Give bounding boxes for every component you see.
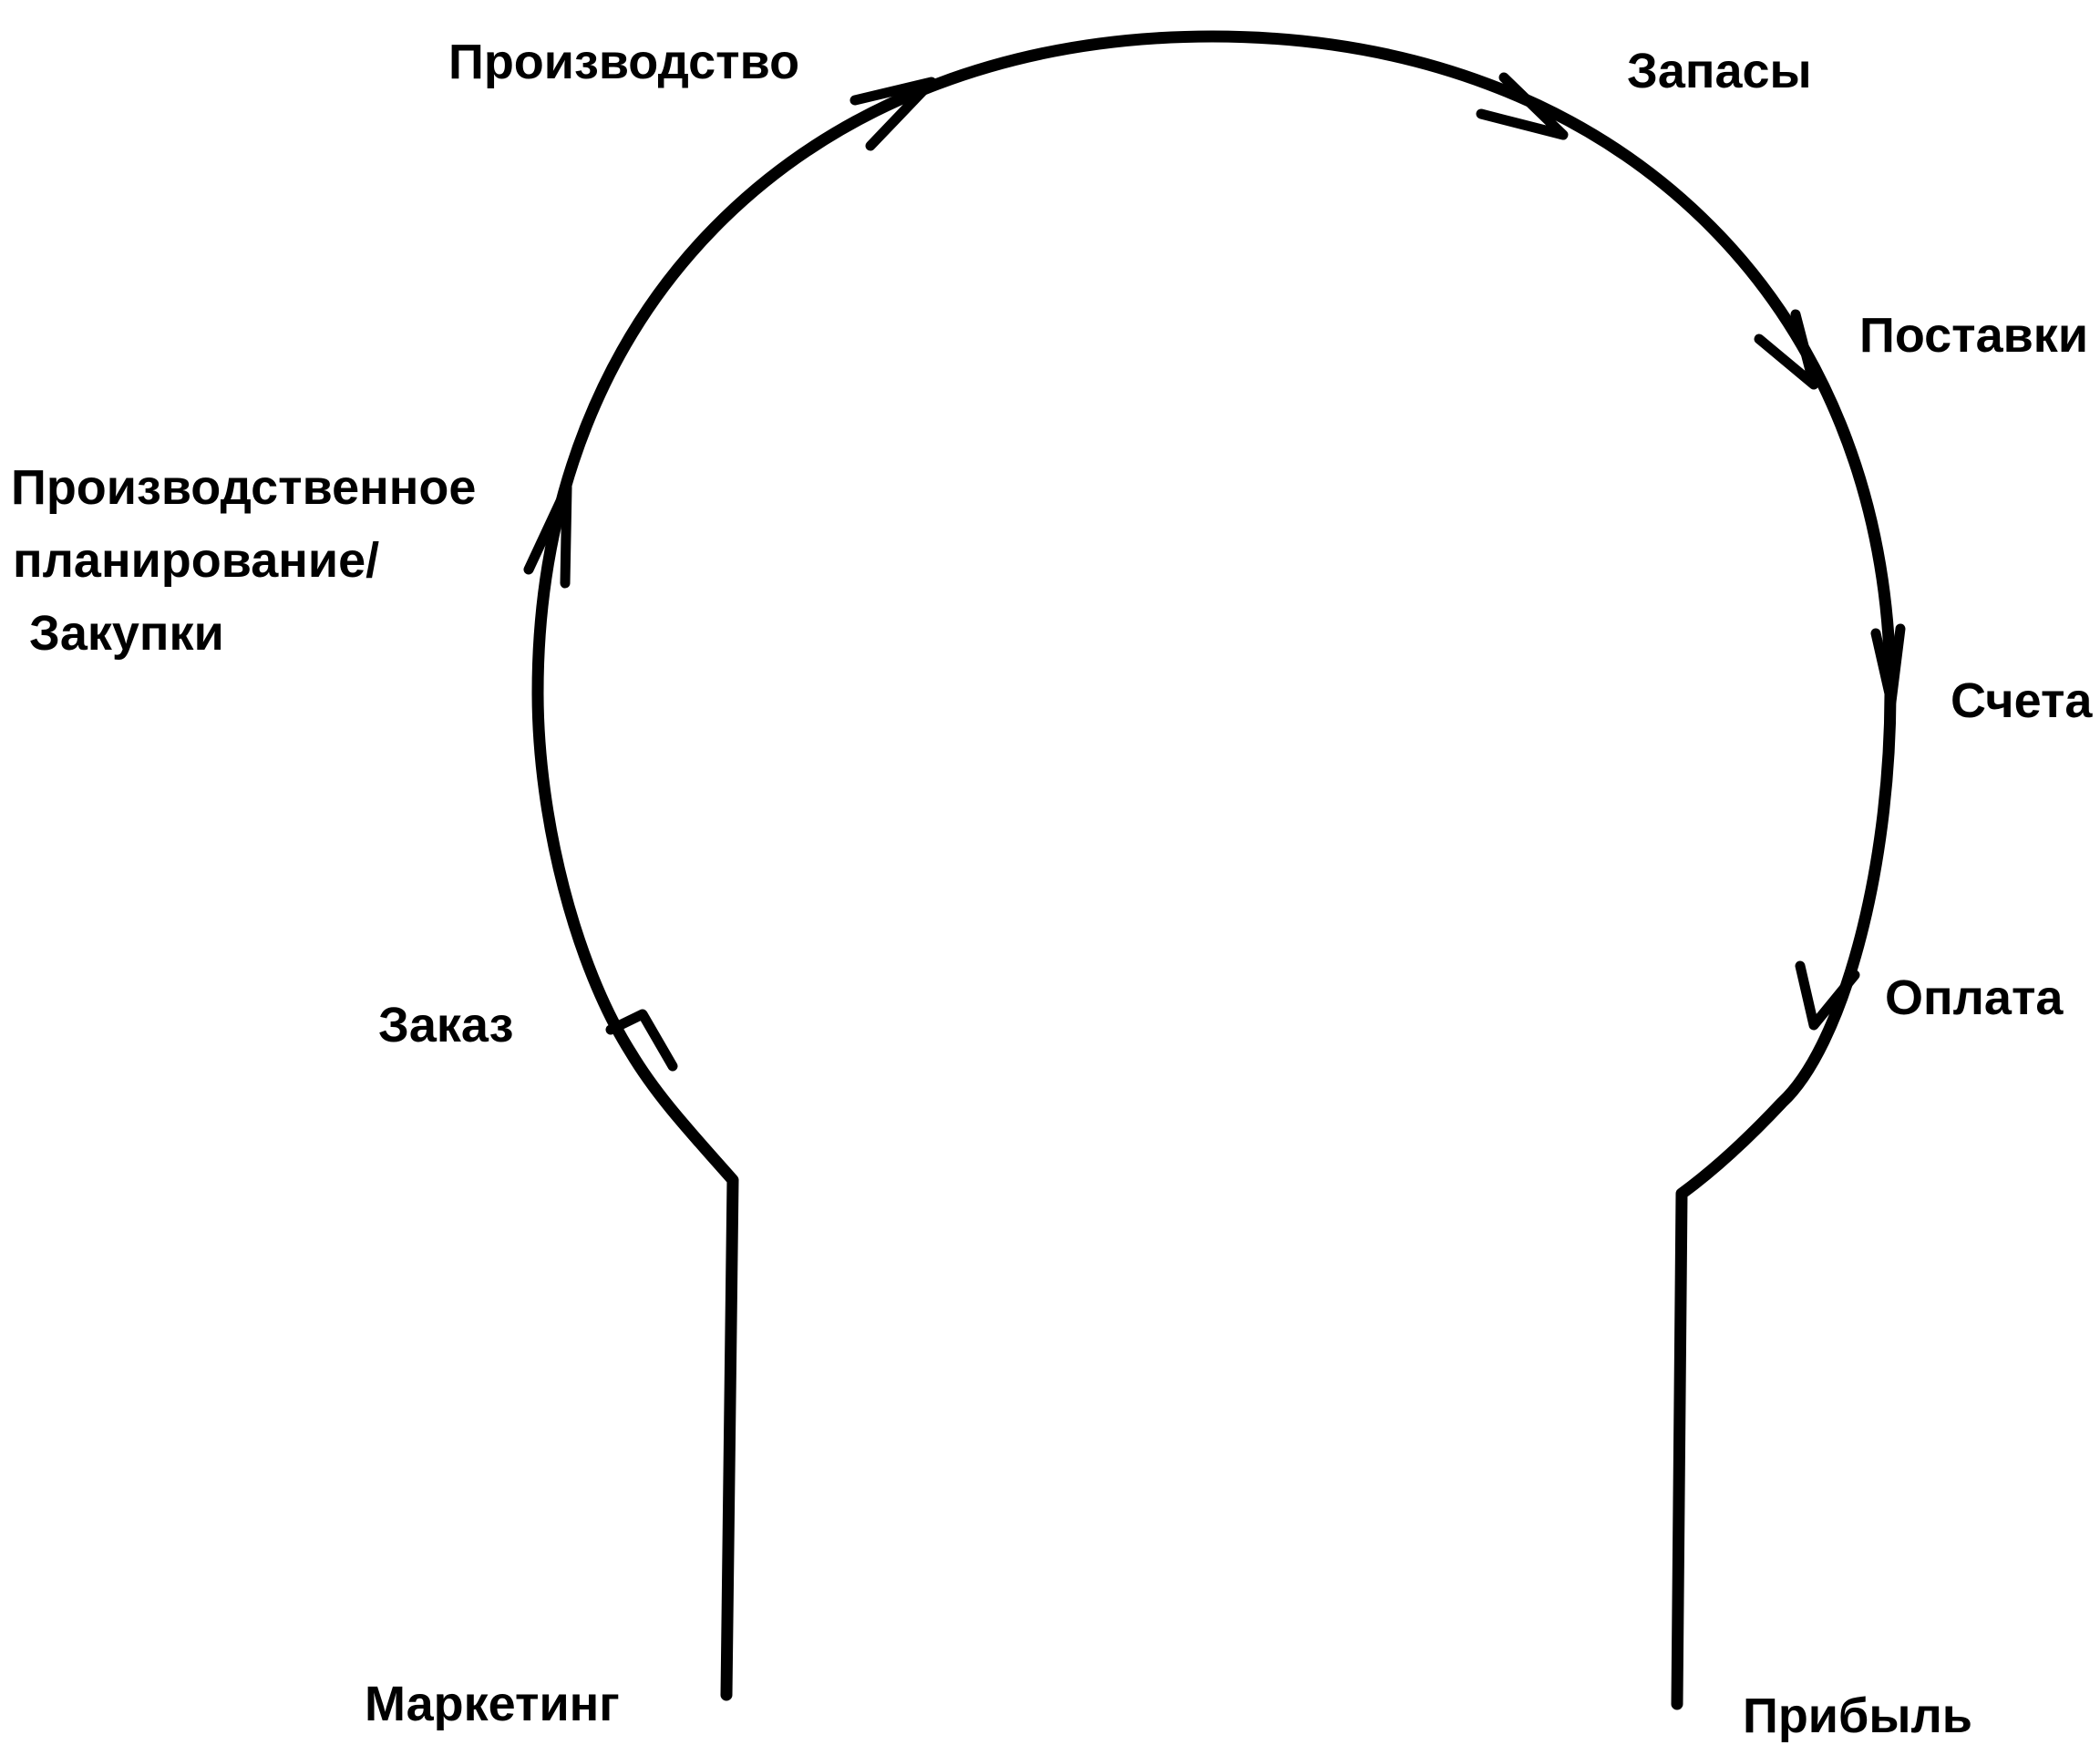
arrow-deliveries bbox=[1754, 309, 1819, 390]
label-deliveries: Поставки bbox=[1859, 308, 2088, 363]
arrow-production bbox=[849, 77, 937, 151]
arrow-invoices bbox=[1870, 623, 1906, 707]
label-inventory: Запасы bbox=[1627, 44, 1812, 98]
label-planning-line1: Производственное bbox=[11, 460, 476, 515]
label-order: Заказ bbox=[378, 998, 513, 1052]
arrow-order bbox=[605, 1009, 678, 1072]
label-payment: Оплата bbox=[1885, 970, 2064, 1025]
label-production: Производство bbox=[448, 35, 799, 89]
arrow-inventory bbox=[1476, 72, 1569, 140]
label-invoices: Счета bbox=[1951, 673, 2093, 728]
arrow-planning bbox=[523, 482, 572, 589]
label-marketing: Маркетинг bbox=[365, 1677, 620, 1731]
label-profit: Прибыль bbox=[1743, 1689, 1972, 1743]
cycle-flow-line bbox=[531, 30, 1897, 1710]
arrow-payment bbox=[1795, 960, 1860, 1031]
label-planning-line3: Закупки bbox=[29, 606, 224, 661]
label-planning-line2: планирование/ bbox=[13, 533, 379, 588]
